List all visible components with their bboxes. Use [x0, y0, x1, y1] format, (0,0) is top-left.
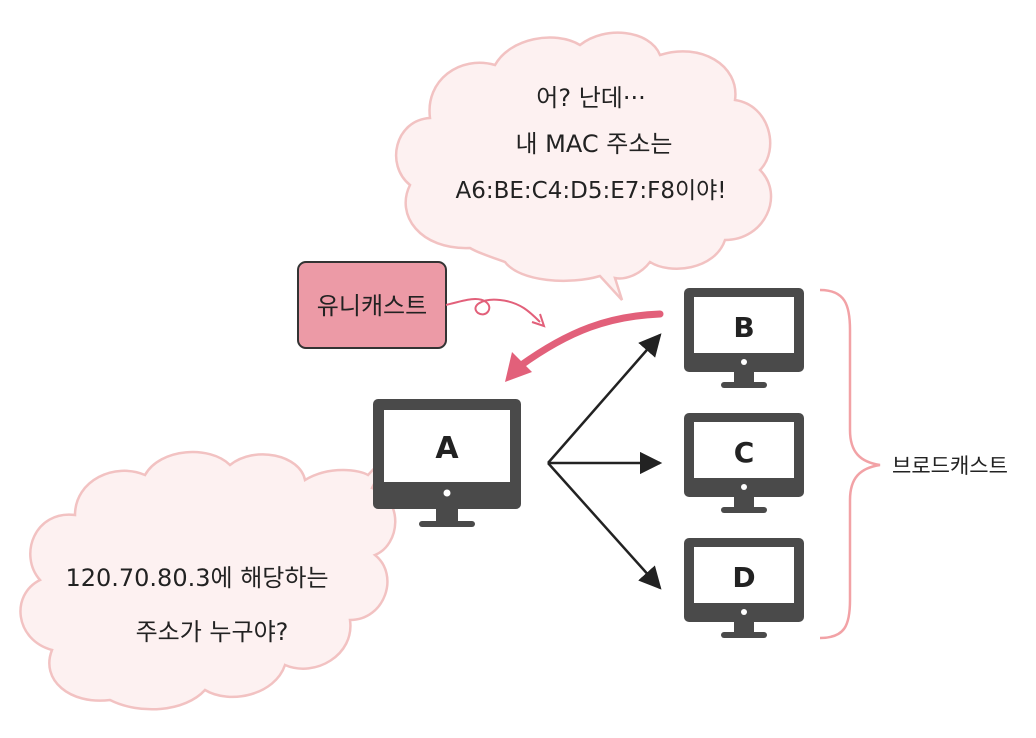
bottom-bubble-line2: 주소가 누구야? — [136, 618, 289, 646]
top-cloud-shape — [394, 31, 773, 301]
broadcast-arrows — [547, 333, 663, 590]
bottom-speech-bubble: 120.70.80.3에 해당하는 주소가 누구야? — [19, 450, 397, 711]
broadcast-brace — [819, 288, 881, 640]
broadcast-label: 브로드캐스트 — [892, 454, 1008, 478]
top-bubble-line1: 어? 난데··· — [536, 84, 646, 112]
unicast-label: 유니캐스트 — [317, 292, 427, 320]
computer-d-label: D — [732, 561, 755, 594]
computer-a: A — [373, 399, 521, 527]
computer-b: B — [684, 288, 804, 388]
computer-d: D — [684, 538, 804, 638]
computer-b-label: B — [733, 311, 754, 344]
unicast-reply-arrow — [516, 310, 664, 370]
computer-c: C — [684, 413, 804, 513]
unicast-connector — [445, 297, 541, 323]
arrow-a-to-b — [547, 333, 662, 464]
unicast-label-box: 유니캐스트 — [297, 261, 447, 349]
bottom-bubble-line1: 120.70.80.3에 해당하는 — [65, 564, 328, 592]
computer-a-label: A — [435, 431, 459, 466]
top-bubble-line3: A6:BE:C4:D5:E7:F8이야! — [455, 178, 726, 204]
bottom-cloud-shape — [19, 450, 397, 711]
unicast-reply-arrowhead — [505, 352, 532, 382]
top-bubble-line2: 내 MAC 주소는 — [515, 130, 672, 158]
top-speech-bubble: 어? 난데··· 내 MAC 주소는 A6:BE:C4:D5:E7:F8이야! — [394, 31, 773, 301]
arrow-a-to-d — [547, 462, 662, 590]
unicast-connector-head — [531, 313, 546, 328]
computer-c-label: C — [734, 436, 755, 469]
